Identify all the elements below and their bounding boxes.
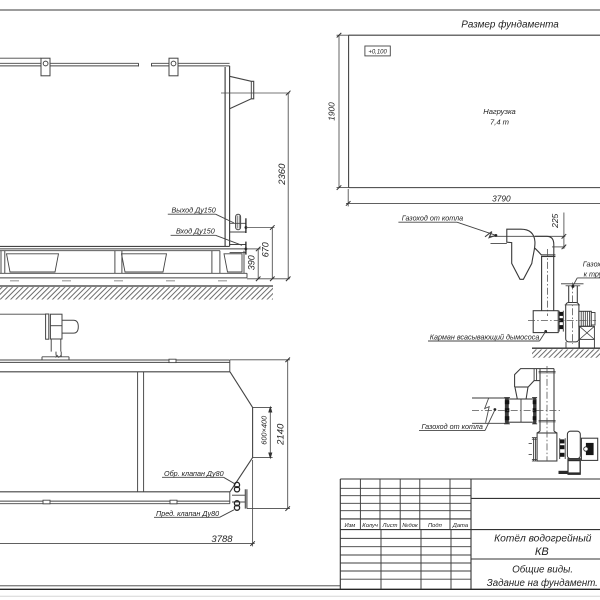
- svg-text:Выход Ду150: Выход Ду150: [172, 206, 216, 215]
- svg-text:Газоход от котла: Газоход от котла: [402, 214, 463, 223]
- svg-text:600×400: 600×400: [260, 415, 269, 445]
- svg-text:Газоход от котла: Газоход от котла: [422, 422, 483, 431]
- svg-text:Пред. клапан Ду80: Пред. клапан Ду80: [156, 509, 219, 518]
- svg-text:Котёл водогрейный: Котёл водогрейный: [494, 533, 592, 544]
- svg-text:1900: 1900: [326, 102, 336, 121]
- svg-text:к трубе: к трубе: [584, 269, 600, 278]
- svg-text:7,4 т: 7,4 т: [490, 118, 509, 127]
- svg-text:Общие виды.: Общие виды.: [512, 564, 573, 575]
- svg-text:2140: 2140: [276, 423, 287, 446]
- svg-text:3788: 3788: [211, 534, 233, 545]
- svg-text:225: 225: [550, 213, 560, 228]
- svg-text:Колуч: Колуч: [362, 523, 378, 529]
- svg-text:КВ: КВ: [535, 546, 549, 558]
- svg-text:Размер фундамента: Размер фундамента: [461, 19, 559, 30]
- svg-text:Задание на фундамент.: Задание на фундамент.: [487, 578, 598, 589]
- svg-text:Подп: Подп: [428, 523, 443, 529]
- svg-text:+0,100: +0,100: [368, 49, 387, 55]
- svg-text:Изм: Изм: [345, 523, 356, 529]
- svg-text:Карман всасывающий дымососа: Карман всасывающий дымососа: [430, 333, 540, 342]
- svg-text:2360: 2360: [277, 163, 288, 186]
- svg-text:Обр. клапан Ду80: Обр. клапан Ду80: [164, 469, 224, 478]
- svg-text:Лист: Лист: [382, 523, 398, 529]
- svg-text:670: 670: [261, 242, 271, 257]
- svg-text:3790: 3790: [492, 193, 511, 203]
- svg-text:Дата: Дата: [452, 523, 469, 529]
- svg-text:Нагрузка: Нагрузка: [483, 107, 516, 116]
- svg-text:390: 390: [247, 255, 257, 270]
- svg-text:№док: №док: [402, 523, 418, 529]
- svg-text:Газоход: Газоход: [583, 259, 600, 268]
- svg-text:Вход Ду150: Вход Ду150: [176, 227, 215, 236]
